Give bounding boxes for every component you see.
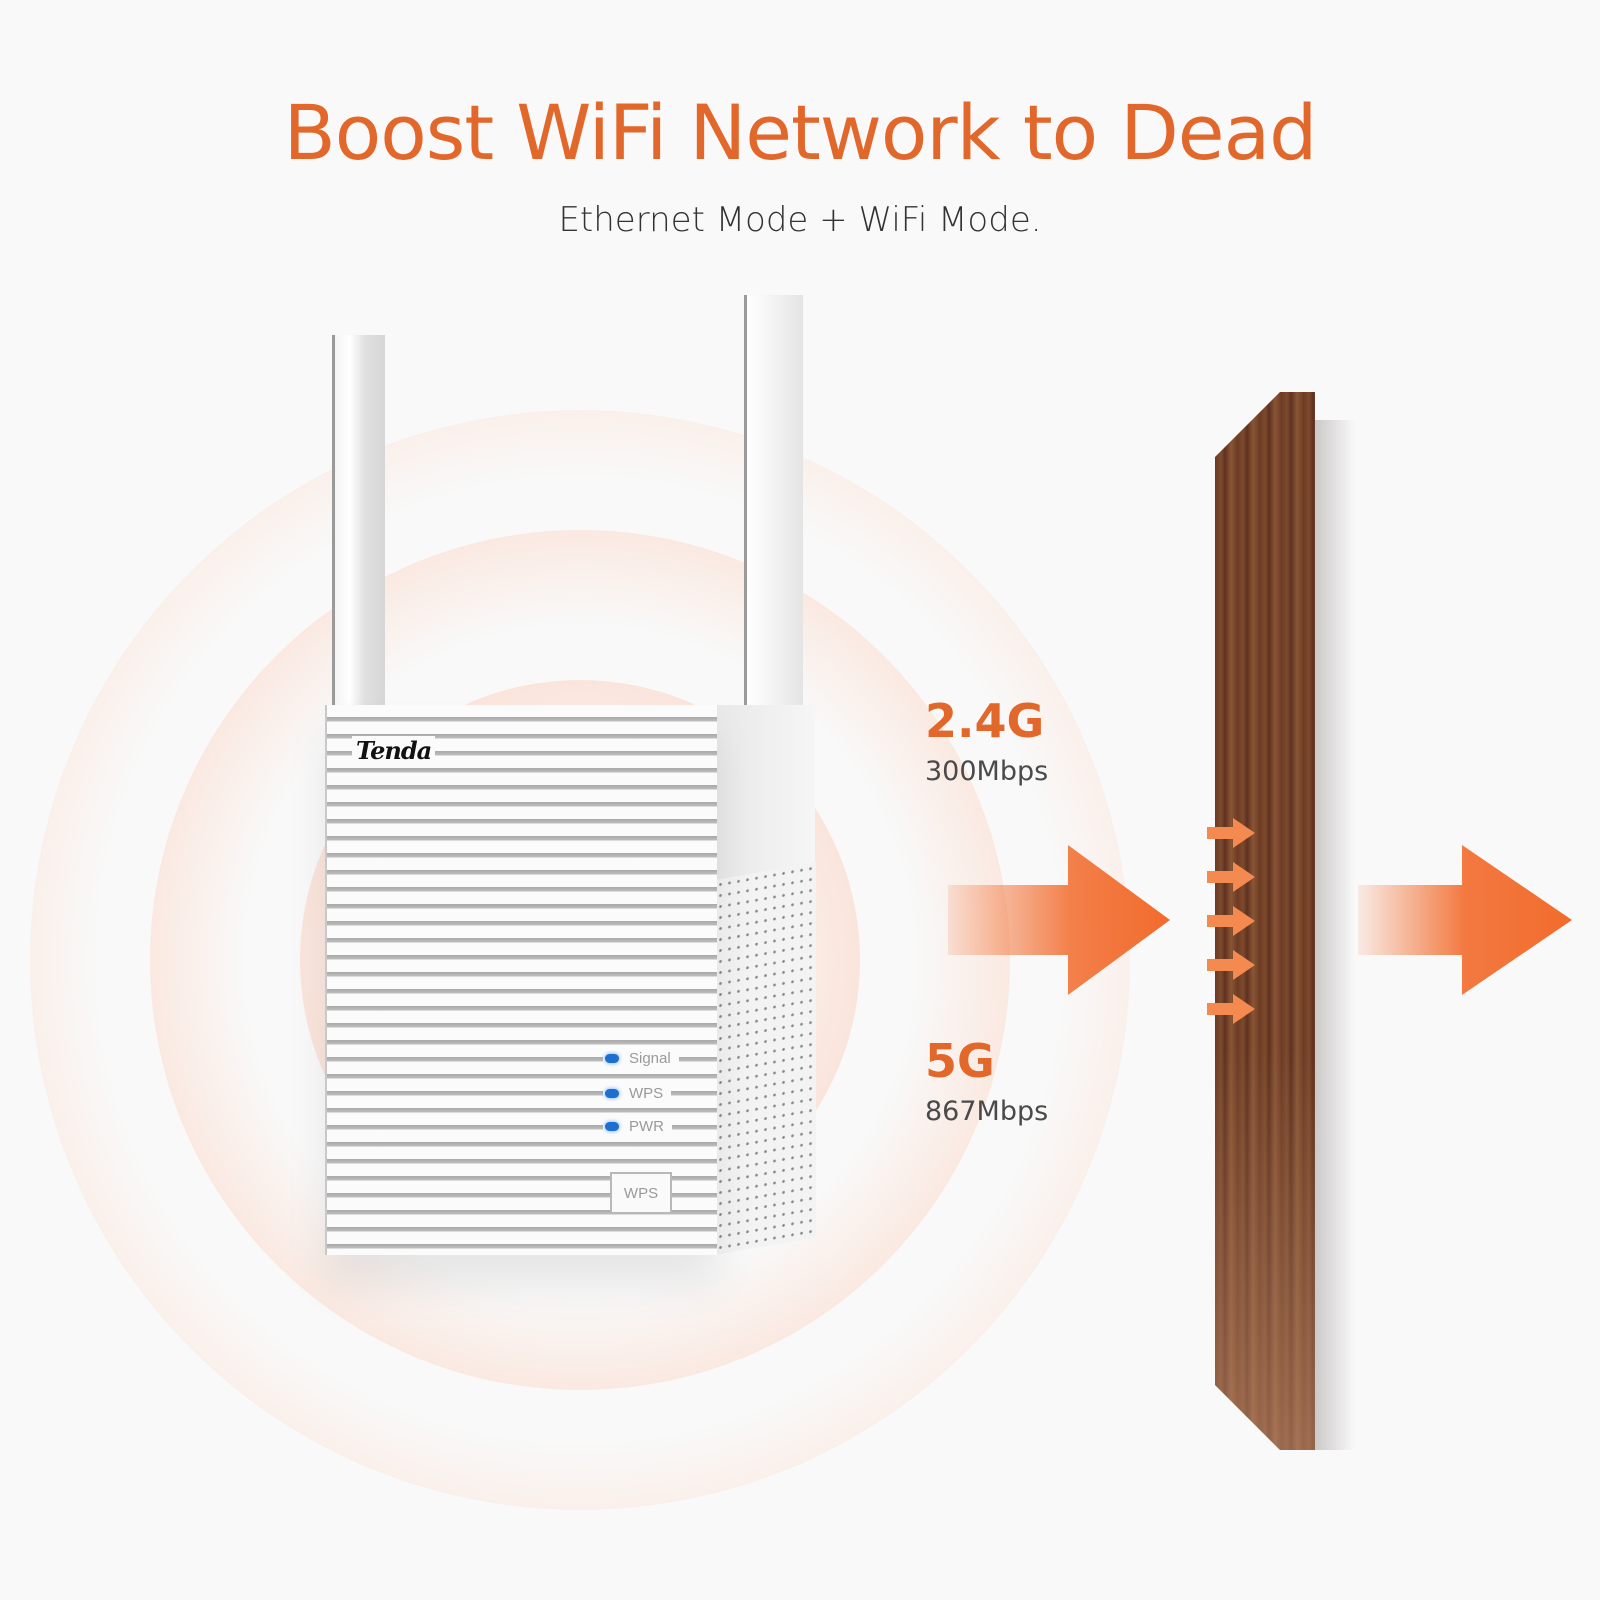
band-frequency: 5G [925,1034,995,1088]
wall-shadow [1315,420,1355,1450]
wifi-extender-device [325,705,717,1255]
arrow-right-icon [1207,906,1255,936]
subheadline: Ethernet Mode + WiFi Mode. [558,200,1042,240]
band-frequency: 2.4G [925,694,1045,748]
indicator-pwr: PWR [603,1118,672,1135]
indicator-signal: Signal [603,1050,679,1067]
band-2g4: 2.4G 300Mbps [925,698,1048,787]
arrow-right-icon [1207,994,1255,1024]
wps-button: WPS [610,1172,672,1214]
wall-highlight [1215,1050,1315,1450]
indicator-label: WPS [629,1085,664,1102]
arrow-right-icon [1358,845,1572,995]
headline: Boost WiFi Network to Dead [283,88,1318,177]
led-icon [605,1122,619,1131]
arrow-right-icon [1207,950,1255,980]
indicator-label: PWR [629,1118,664,1135]
device-side-vent [715,862,816,1255]
led-icon [605,1089,619,1098]
brand-logo: Tenda [352,736,436,765]
indicator-label: Signal [629,1050,671,1067]
indicator-wps: WPS [603,1085,672,1102]
band-speed: 300Mbps [925,756,1049,787]
arrow-right-icon [1207,818,1255,848]
band-speed: 867Mbps [925,1096,1049,1127]
arrow-right-icon [1207,862,1255,892]
band-5g: 5G 867Mbps [925,1038,1048,1127]
arrow-right-icon [948,845,1170,995]
device-side-top [715,705,815,880]
led-icon [605,1054,619,1063]
